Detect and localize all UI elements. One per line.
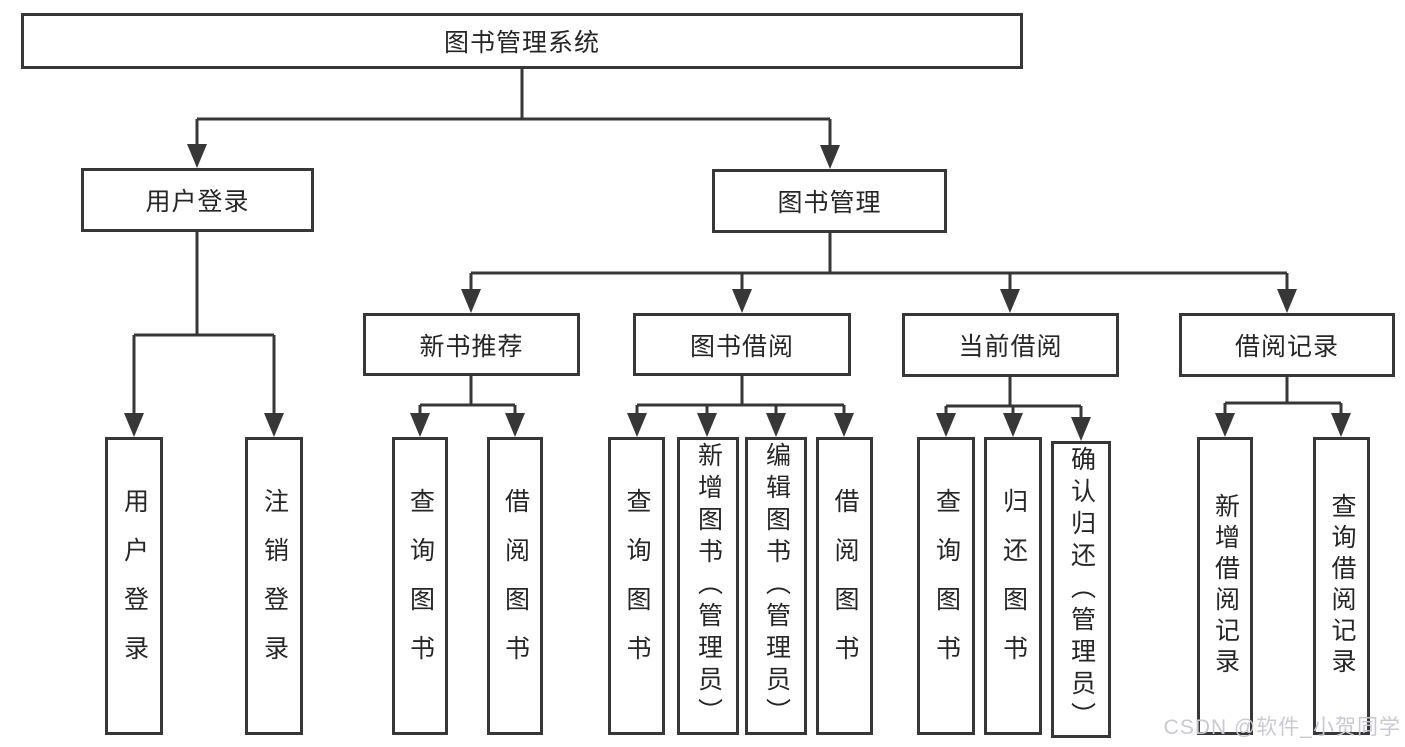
- leaf-user-login: 用户登录: [105, 437, 163, 735]
- leaf-query-books-borrow-label: 查询图书: [623, 488, 651, 684]
- node-book-borrow-label: 图书借阅: [689, 332, 794, 361]
- leaf-query-books-recommend-label: 查询图书: [406, 488, 435, 684]
- leaf-logout: 注销登录: [245, 437, 303, 735]
- leaf-edit-book-admin: 编辑图书（管理员）: [745, 437, 807, 735]
- node-new-book-recommend-label: 新书推荐: [419, 332, 524, 361]
- leaf-query-books-current-label: 查询图书: [932, 488, 961, 684]
- leaf-borrow-books-recommend-label: 借阅图书: [501, 488, 530, 684]
- leaf-add-book-admin: 新增图书（管理员）: [677, 437, 739, 735]
- node-book-management: 图书管理: [712, 169, 947, 233]
- node-user-login-label: 用户登录: [145, 188, 250, 216]
- leaf-query-books-borrow: 查询图书: [608, 437, 665, 735]
- leaf-logout-label: 注销登录: [260, 488, 289, 684]
- node-new-book-recommend: 新书推荐: [363, 313, 580, 376]
- leaf-query-borrow-record: 查询借阅记录: [1313, 437, 1370, 735]
- node-current-borrow: 当前借阅: [902, 313, 1119, 377]
- leaf-borrow-books-borrow: 借阅图书: [816, 437, 873, 735]
- node-current-borrow-label: 当前借阅: [958, 333, 1063, 361]
- node-borrow-records-label: 借阅记录: [1234, 333, 1339, 361]
- csdn-watermark: CSDN @软件_小贺同学: [1163, 716, 1401, 739]
- node-borrow-records: 借阅记录: [1179, 313, 1395, 377]
- leaf-borrow-books-recommend: 借阅图书: [487, 437, 543, 735]
- node-root-label: 图书管理系统: [443, 29, 600, 57]
- leaf-return-book: 归还图书: [984, 437, 1042, 735]
- node-book-management-label: 图书管理: [777, 189, 882, 217]
- node-book-borrow: 图书借阅: [633, 313, 851, 376]
- leaf-query-borrow-record-label: 查询借阅记录: [1328, 493, 1356, 679]
- leaf-edit-book-admin-label: 编辑图书（管理员）: [762, 442, 791, 730]
- leaf-add-book-admin-label: 新增图书（管理员）: [694, 442, 723, 730]
- leaf-add-borrow-record-label: 新增借阅记录: [1211, 493, 1240, 679]
- leaf-query-books-recommend: 查询图书: [392, 437, 448, 735]
- node-user-login: 用户登录: [81, 168, 314, 232]
- arrowhead-icons: [124, 144, 1351, 441]
- leaf-user-login-label: 用户登录: [120, 488, 149, 684]
- leaf-confirm-return-admin-label: 确认归还（管理员）: [1067, 445, 1096, 734]
- leaf-borrow-books-borrow-label: 借阅图书: [831, 488, 859, 684]
- leaf-add-borrow-record: 新增借阅记录: [1197, 437, 1253, 735]
- leaf-confirm-return-admin: 确认归还（管理员）: [1051, 441, 1111, 738]
- node-root: 图书管理系统: [21, 13, 1023, 69]
- leaf-query-books-current: 查询图书: [917, 437, 975, 735]
- leaf-return-book-label: 归还图书: [999, 488, 1028, 684]
